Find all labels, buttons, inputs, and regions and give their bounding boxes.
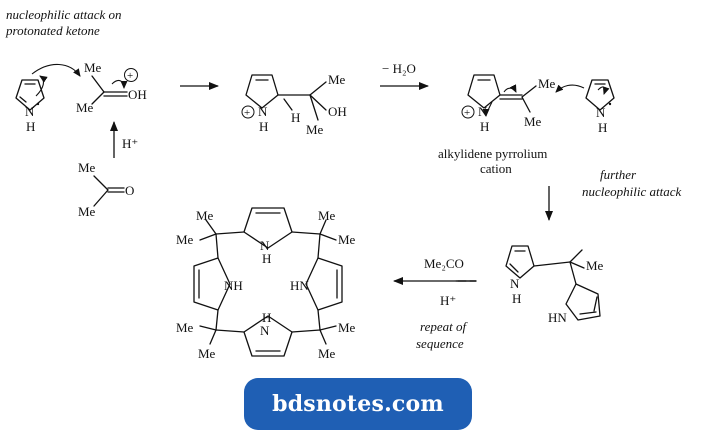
svg-text:N: N [596, 105, 606, 120]
svg-text:+: + [127, 70, 133, 82]
svg-text:N: N [260, 238, 270, 253]
pyrrole-nucleophile: N H [555, 79, 615, 135]
label-further-1: further [600, 167, 637, 182]
svg-text:N: N [260, 323, 270, 338]
svg-text:Me: Me [306, 122, 324, 137]
caption-nucleophilic-attack-2: protonated ketone [5, 23, 100, 38]
alkylidene-pyrrolium: N H + Me Me [461, 74, 556, 134]
svg-text:Me: Me [318, 208, 336, 223]
svg-text:Me: Me [198, 346, 216, 361]
label-h-plus-1: H⁺ [122, 136, 138, 151]
svg-text:Me: Me [78, 204, 96, 219]
svg-text:Me: Me [176, 232, 194, 247]
svg-text:OH: OH [328, 104, 347, 119]
svg-text:OH: OH [128, 87, 147, 102]
label-repeat-1: repeat of [420, 319, 468, 334]
label-alkylidene-1: alkylidene pyrrolium [438, 146, 547, 161]
svg-text:Me: Me [318, 346, 336, 361]
label-minus-water: − H₂O [382, 61, 416, 76]
svg-text:+: + [464, 107, 470, 119]
atom-n: N [25, 104, 35, 119]
calixpyrrole-macrocycle: N H H N NH HN Me Me Me Me Me Me [176, 207, 356, 361]
svg-text:H: H [262, 310, 271, 325]
intermediate-cation: N H + H Me OH Me [241, 72, 347, 137]
svg-text:NH: NH [224, 278, 243, 293]
svg-text:O: O [125, 183, 134, 198]
svg-text:HN: HN [290, 278, 309, 293]
svg-text:H: H [512, 291, 521, 306]
watermark-text: bdsnotes.com [272, 391, 444, 417]
caption-nucleophilic-attack-1: nucleophilic attack on [6, 7, 122, 22]
pyrrole-1: N H [15, 63, 81, 134]
svg-text:Me: Me [338, 232, 356, 247]
label-h-plus-2: H⁺ [440, 293, 456, 308]
svg-text:Me: Me [586, 258, 604, 273]
svg-text:+: + [244, 107, 250, 119]
label-repeat-2: sequence [416, 336, 464, 351]
svg-text:Me: Me [338, 320, 356, 335]
svg-text:N: N [510, 276, 520, 291]
protonated-ketone: Me Me OH + [76, 60, 147, 115]
svg-text:H: H [598, 120, 607, 135]
svg-text:Me: Me [76, 100, 94, 115]
svg-text:N: N [258, 104, 268, 119]
svg-text:Me: Me [538, 76, 556, 91]
svg-text:H: H [291, 110, 300, 125]
dipyrromethane: N H Me HN [505, 245, 604, 325]
svg-text:Me: Me [328, 72, 346, 87]
svg-text:Me: Me [196, 208, 214, 223]
svg-text:H: H [262, 251, 271, 266]
svg-text:Me: Me [524, 114, 542, 129]
svg-text:Me: Me [84, 60, 102, 75]
svg-text:Me: Me [78, 160, 96, 175]
label-further-2: nucleophilic attack [582, 184, 682, 199]
svg-text:H: H [480, 119, 489, 134]
label-me2co: Me₂CO [424, 256, 464, 271]
atom-h: H [26, 119, 35, 134]
acetone: Me Me O [78, 160, 134, 219]
watermark-badge: bdsnotes.com [244, 378, 472, 430]
svg-text:Me: Me [176, 320, 194, 335]
svg-text:HN: HN [548, 310, 567, 325]
svg-text:H: H [259, 119, 268, 134]
label-alkylidene-2: cation [480, 161, 512, 176]
svg-text:N: N [478, 104, 488, 119]
